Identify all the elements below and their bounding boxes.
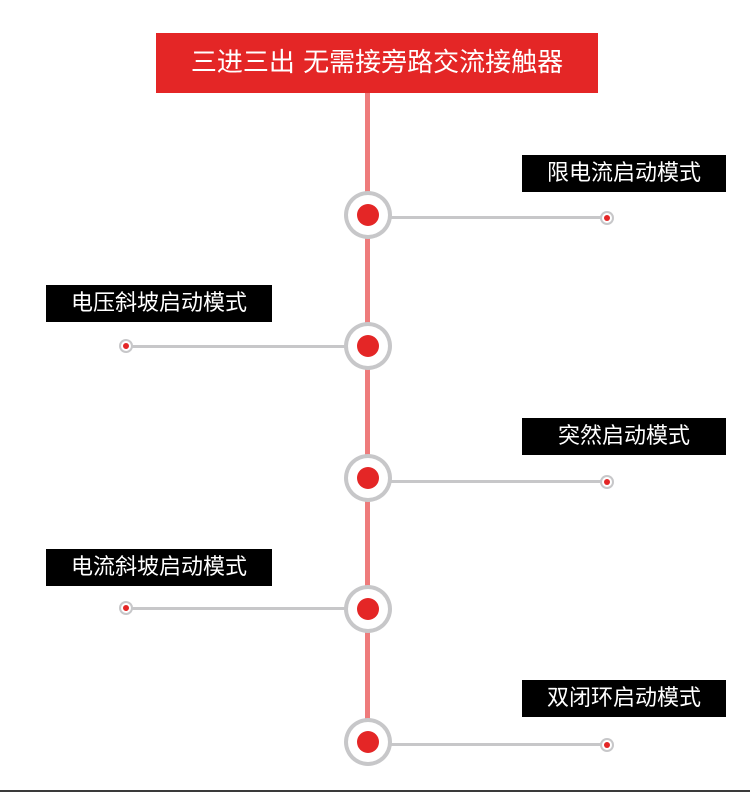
- timeline-trunk: [365, 93, 370, 743]
- bottom-divider: [0, 790, 750, 792]
- connector-end-dot: [119, 601, 133, 615]
- connector-end-dot: [600, 738, 614, 752]
- mode-label-double-closed-loop: 双闭环启动模式: [522, 680, 726, 717]
- connector-line: [390, 216, 606, 219]
- mode-label-current-limit: 限电流启动模式: [522, 155, 726, 192]
- connector-line: [390, 480, 606, 483]
- mode-label-current-ramp: 电流斜坡启动模式: [46, 549, 272, 586]
- timeline-node: [344, 454, 392, 502]
- mode-label-voltage-ramp: 电压斜坡启动模式: [46, 285, 272, 322]
- title-banner: 三进三出 无需接旁路交流接触器: [156, 33, 598, 93]
- timeline-node: [344, 191, 392, 239]
- timeline-node: [344, 718, 392, 766]
- connector-line: [127, 345, 345, 348]
- connector-line: [127, 607, 345, 610]
- connector-end-dot: [600, 475, 614, 489]
- timeline-node: [344, 322, 392, 370]
- timeline-node: [344, 585, 392, 633]
- connector-end-dot: [119, 339, 133, 353]
- mode-label-sudden-start: 突然启动模式: [522, 418, 726, 455]
- connector-line: [390, 743, 606, 746]
- connector-end-dot: [600, 211, 614, 225]
